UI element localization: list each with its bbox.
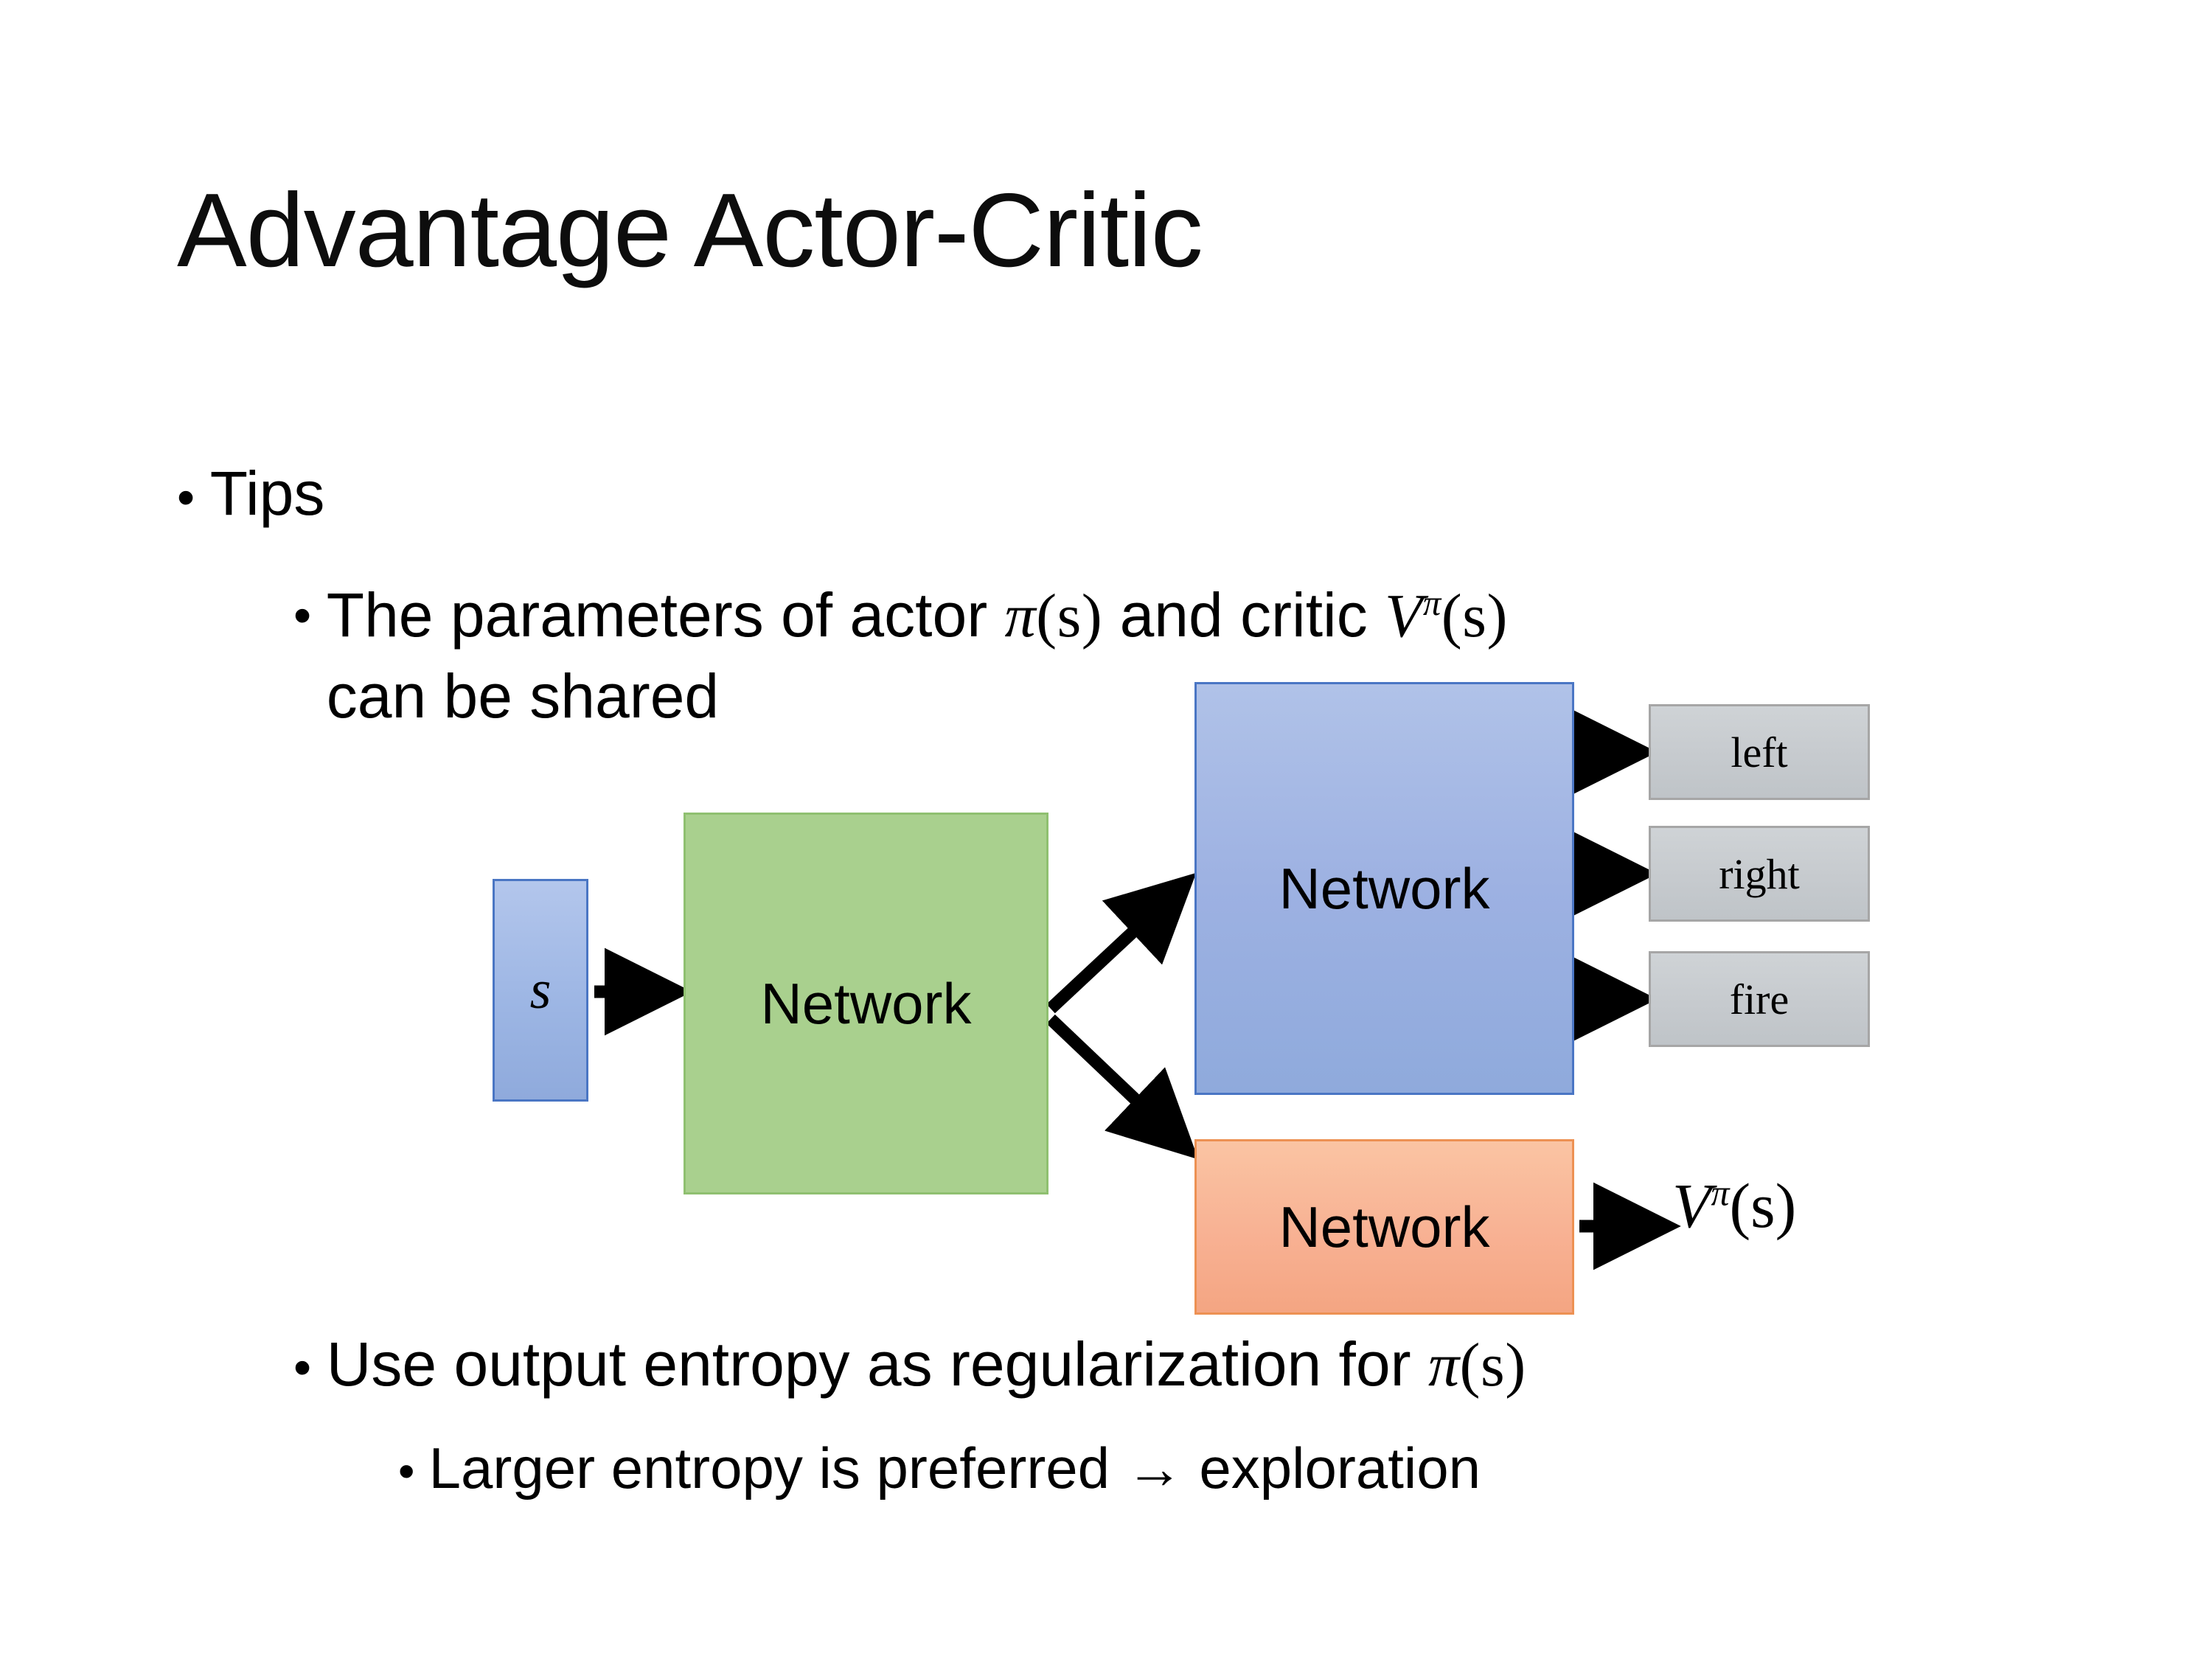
bullet-dot-icon: • [293, 586, 312, 644]
pi-symbol: π(s) [1427, 1331, 1526, 1399]
v-argument: (s) [1441, 582, 1508, 650]
bullet-tips: • Tips [177, 457, 1062, 530]
page-title: Advantage Actor-Critic [177, 172, 1203, 289]
bullet-entropy-regularization: • Use output entropy as regularization f… [293, 1327, 2063, 1403]
shared-network-label: Network [760, 970, 972, 1036]
input-state-label: s [529, 959, 552, 1020]
params-line2: can be shared [326, 661, 720, 731]
value-superscript: π [1711, 1172, 1730, 1214]
output-action-fire[interactable]: fire [1649, 951, 1870, 1047]
bullet-larger-entropy-label: Larger entropy is preferred → exploratio… [428, 1436, 1481, 1500]
params-mid: and critic [1102, 580, 1385, 650]
input-state-box[interactable]: s [493, 879, 588, 1102]
bullet-parameters-text: The parameters of actor π(s) and critic … [327, 575, 2034, 737]
v-pi-symbol: Vπ(s) [1385, 582, 1508, 650]
v-superscript: π [1422, 583, 1441, 623]
value-argument: (s) [1729, 1170, 1797, 1241]
value-symbol: V [1672, 1170, 1711, 1241]
output-action-right-label: right [1719, 849, 1800, 898]
output-action-right[interactable]: right [1649, 826, 1870, 922]
actor-network-box[interactable]: Network [1194, 682, 1574, 1095]
output-action-left[interactable]: left [1649, 704, 1870, 800]
bullet-tips-label: Tips [209, 459, 325, 528]
arrow-shared-to-critic [1046, 1014, 1199, 1160]
pi-argument: (s) [1036, 582, 1103, 650]
output-action-fire-label: fire [1729, 975, 1790, 1023]
output-action-left-label: left [1731, 728, 1788, 776]
pi-argument: (s) [1459, 1331, 1526, 1399]
critic-value-output: Vπ(s) [1672, 1169, 1796, 1242]
critic-network-label: Network [1279, 1194, 1490, 1259]
shared-network-box[interactable]: Network [684, 813, 1048, 1194]
critic-network-box[interactable]: Network [1194, 1139, 1574, 1315]
bullet-parameters-shared: • The parameters of actor π(s) and criti… [293, 575, 2034, 737]
params-prefix: The parameters of actor [326, 580, 1005, 650]
bullet-entropy-text: Use output entropy as regularization for… [327, 1327, 2063, 1403]
bullet-dot-icon: • [293, 1338, 312, 1396]
arrow-shared-to-actor [1046, 872, 1197, 1014]
bullet-dot-icon: • [398, 1444, 415, 1498]
entropy-prefix: Use output entropy as regularization for [326, 1329, 1428, 1399]
pi-symbol: π(s) [1004, 582, 1103, 650]
actor-network-label: Network [1279, 855, 1490, 921]
bullet-dot-icon: • [177, 468, 195, 526]
bullet-larger-entropy: • Larger entropy is preferred → explorat… [398, 1434, 2094, 1503]
